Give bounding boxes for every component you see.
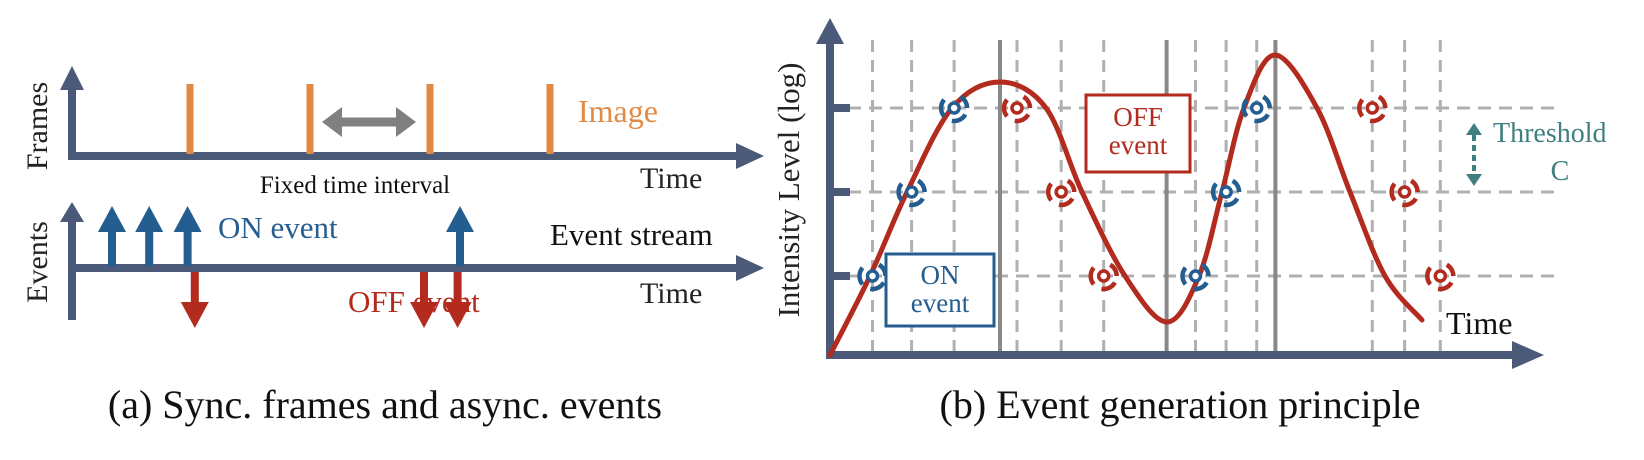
interval-double-arrow-icon	[322, 107, 416, 137]
off-event-arrow-icon	[180, 272, 209, 328]
on-event-marker-icon	[938, 94, 970, 124]
on-box-line1: ON	[921, 260, 960, 290]
threshold-label-line1: Threshold	[1493, 118, 1607, 149]
frame-bar	[306, 84, 314, 154]
frames-time-label: Time	[640, 162, 702, 195]
frame-bars	[186, 84, 554, 154]
off-event-box: OFF event	[1084, 93, 1192, 174]
off-event-marker-icon	[1425, 262, 1456, 292]
on-event-box: ON event	[884, 252, 996, 328]
event-markers	[857, 94, 1456, 292]
on-event-marker-icon	[1180, 262, 1211, 292]
on-event-arrow-icon	[98, 206, 126, 266]
on-event-arrow-icon	[446, 206, 474, 266]
on-box-line2: event	[911, 288, 970, 318]
off-event-marker-icon	[1001, 94, 1033, 124]
panel-a: Frames Image Time Fixed time interval Ev…	[21, 66, 764, 427]
image-label: Image	[578, 93, 658, 129]
on-event-marker-icon	[896, 178, 927, 208]
caption-a: (a) Sync. frames and async. events	[108, 382, 662, 427]
frames-x-axis-arrowhead	[736, 143, 764, 169]
y-axis-arrowhead	[816, 18, 844, 44]
on-event-arrow-icon	[135, 206, 164, 266]
off-event-arrow-icon	[443, 272, 472, 328]
off-event-marker-icon	[1389, 178, 1420, 208]
on-event-label: ON event	[218, 210, 338, 245]
events-time-label: Time	[640, 277, 702, 310]
frame-bar	[186, 84, 194, 154]
threshold-label-line2: C	[1551, 156, 1570, 187]
frames-axis	[60, 66, 764, 169]
on-event-arrows	[98, 206, 474, 266]
on-event-marker-icon	[1241, 94, 1272, 124]
intensity-axes	[816, 18, 1544, 369]
event-stream-label: Event stream	[550, 217, 713, 252]
frames-axis-label: Frames	[21, 82, 54, 170]
off-box-line2: event	[1109, 130, 1168, 160]
off-event-marker-icon	[1088, 262, 1119, 292]
intensity-curve	[827, 52, 1425, 358]
off-box-line1: OFF	[1113, 102, 1163, 132]
events-axis-label: Events	[21, 221, 54, 303]
fixed-interval-label: Fixed time interval	[260, 172, 450, 199]
frames-y-axis-arrowhead	[60, 66, 84, 90]
frame-bar	[546, 84, 554, 154]
off-event-label: OFF event	[348, 284, 480, 319]
panel-b: ON event OFF event Threshold C Time Inte…	[771, 18, 1607, 427]
on-event-marker-icon	[1210, 178, 1242, 208]
off-event-arrows	[180, 272, 472, 328]
x-axis-arrowhead	[1512, 341, 1544, 369]
events-y-axis-arrowhead	[60, 202, 84, 222]
events-axis	[60, 202, 764, 320]
events-x-axis-arrowhead	[736, 255, 764, 281]
off-event-marker-icon	[1357, 94, 1388, 124]
y-axis-label: Intensity Level (log)	[771, 63, 806, 318]
frame-bar	[426, 84, 434, 154]
off-event-marker-icon	[1046, 178, 1077, 208]
caption-b: (b) Event generation principle	[940, 382, 1421, 427]
on-event-arrow-icon	[173, 206, 202, 266]
y-ticks	[830, 104, 850, 280]
off-event-arrow-icon	[410, 272, 438, 328]
threshold-indicator-icon	[1466, 123, 1482, 186]
on-event-marker-icon	[857, 262, 888, 292]
x-axis-label: Time	[1446, 305, 1512, 341]
